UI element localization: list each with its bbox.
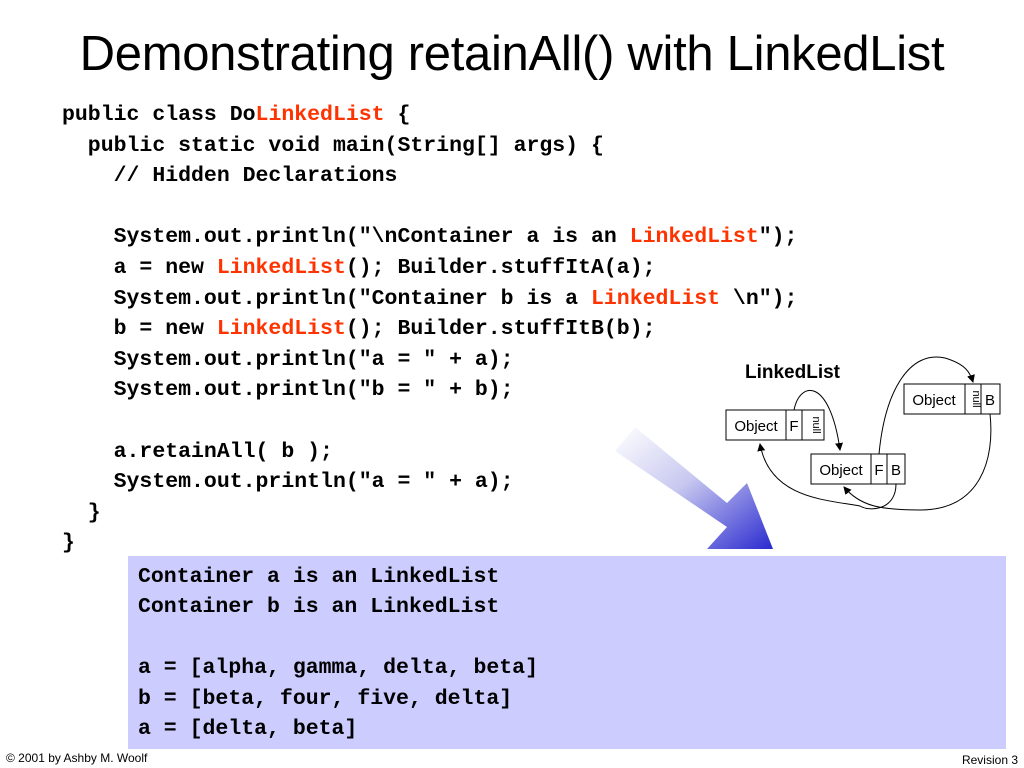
- node-1-label: Object: [734, 418, 778, 435]
- node-2-back: B: [891, 462, 901, 479]
- code-listing: public class DoLinkedList { public stati…: [62, 100, 797, 559]
- node-1-forward: F: [789, 418, 798, 435]
- highlight-linkedlist: LinkedList: [591, 286, 721, 311]
- code-line-5: System.out.println("\nContainer a is an …: [62, 225, 798, 250]
- node-2: Object F B: [810, 453, 906, 485]
- code-line-4: [62, 192, 797, 223]
- code-line-15: }: [62, 531, 75, 556]
- code-line-8: b = new LinkedList(); Builder.stuffItB(b…: [62, 317, 656, 342]
- slide-title: Demonstrating retainAll() with LinkedLis…: [79, 27, 945, 81]
- output-line-4: a = [alpha, gamma, delta, beta]: [138, 656, 538, 681]
- code-line-14: }: [62, 500, 101, 525]
- output-line-3: [138, 623, 538, 653]
- code-line-1: public class DoLinkedList {: [62, 103, 411, 127]
- code-line-12: a.retainAll( b );: [62, 439, 333, 464]
- linkedlist-diagram: Object F null Object F B Object null B: [725, 356, 1001, 511]
- footer-revision: Revision 3: [961, 753, 1018, 767]
- node-2-label: Object: [819, 462, 863, 479]
- highlight-linkedlist: LinkedList: [216, 317, 346, 342]
- code-line-9: System.out.println("a = " + a);: [62, 347, 514, 372]
- node-3-label: Object: [912, 392, 956, 409]
- node-1-back: null: [810, 416, 822, 433]
- code-line-10: System.out.println("b = " + b);: [62, 378, 514, 403]
- diagram-title: LinkedList: [745, 362, 841, 383]
- output-line-6: a = [delta, beta]: [138, 716, 358, 741]
- node-3: Object null B: [903, 383, 1001, 415]
- node-1: Object F null: [725, 409, 825, 441]
- highlight-linkedlist: LinkedList: [216, 255, 346, 280]
- code-line-2: public static void main(String[] args) {: [62, 133, 604, 158]
- node-2-forward: F: [874, 462, 883, 479]
- output-line-1: Container a is an LinkedList: [138, 565, 500, 589]
- node-3-back: B: [985, 392, 995, 409]
- code-line-13: System.out.println("a = " + a);: [62, 470, 514, 495]
- output-line-2: Container b is an LinkedList: [138, 595, 500, 620]
- highlight-linkedlist: LinkedList: [255, 103, 385, 127]
- output-line-5: b = [beta, four, five, delta]: [138, 686, 513, 711]
- arrow-icon: [615, 427, 773, 549]
- footer-copyright: © 2001 by Ashby M. Woolf: [6, 751, 148, 765]
- highlight-linkedlist: LinkedList: [629, 225, 759, 250]
- code-line-3: // Hidden Declarations: [62, 164, 398, 189]
- code-line-6: a = new LinkedList(); Builder.stuffItA(a…: [62, 255, 656, 280]
- node-3-forward: null: [970, 390, 982, 407]
- code-line-7: System.out.println("Container b is a Lin…: [62, 286, 798, 311]
